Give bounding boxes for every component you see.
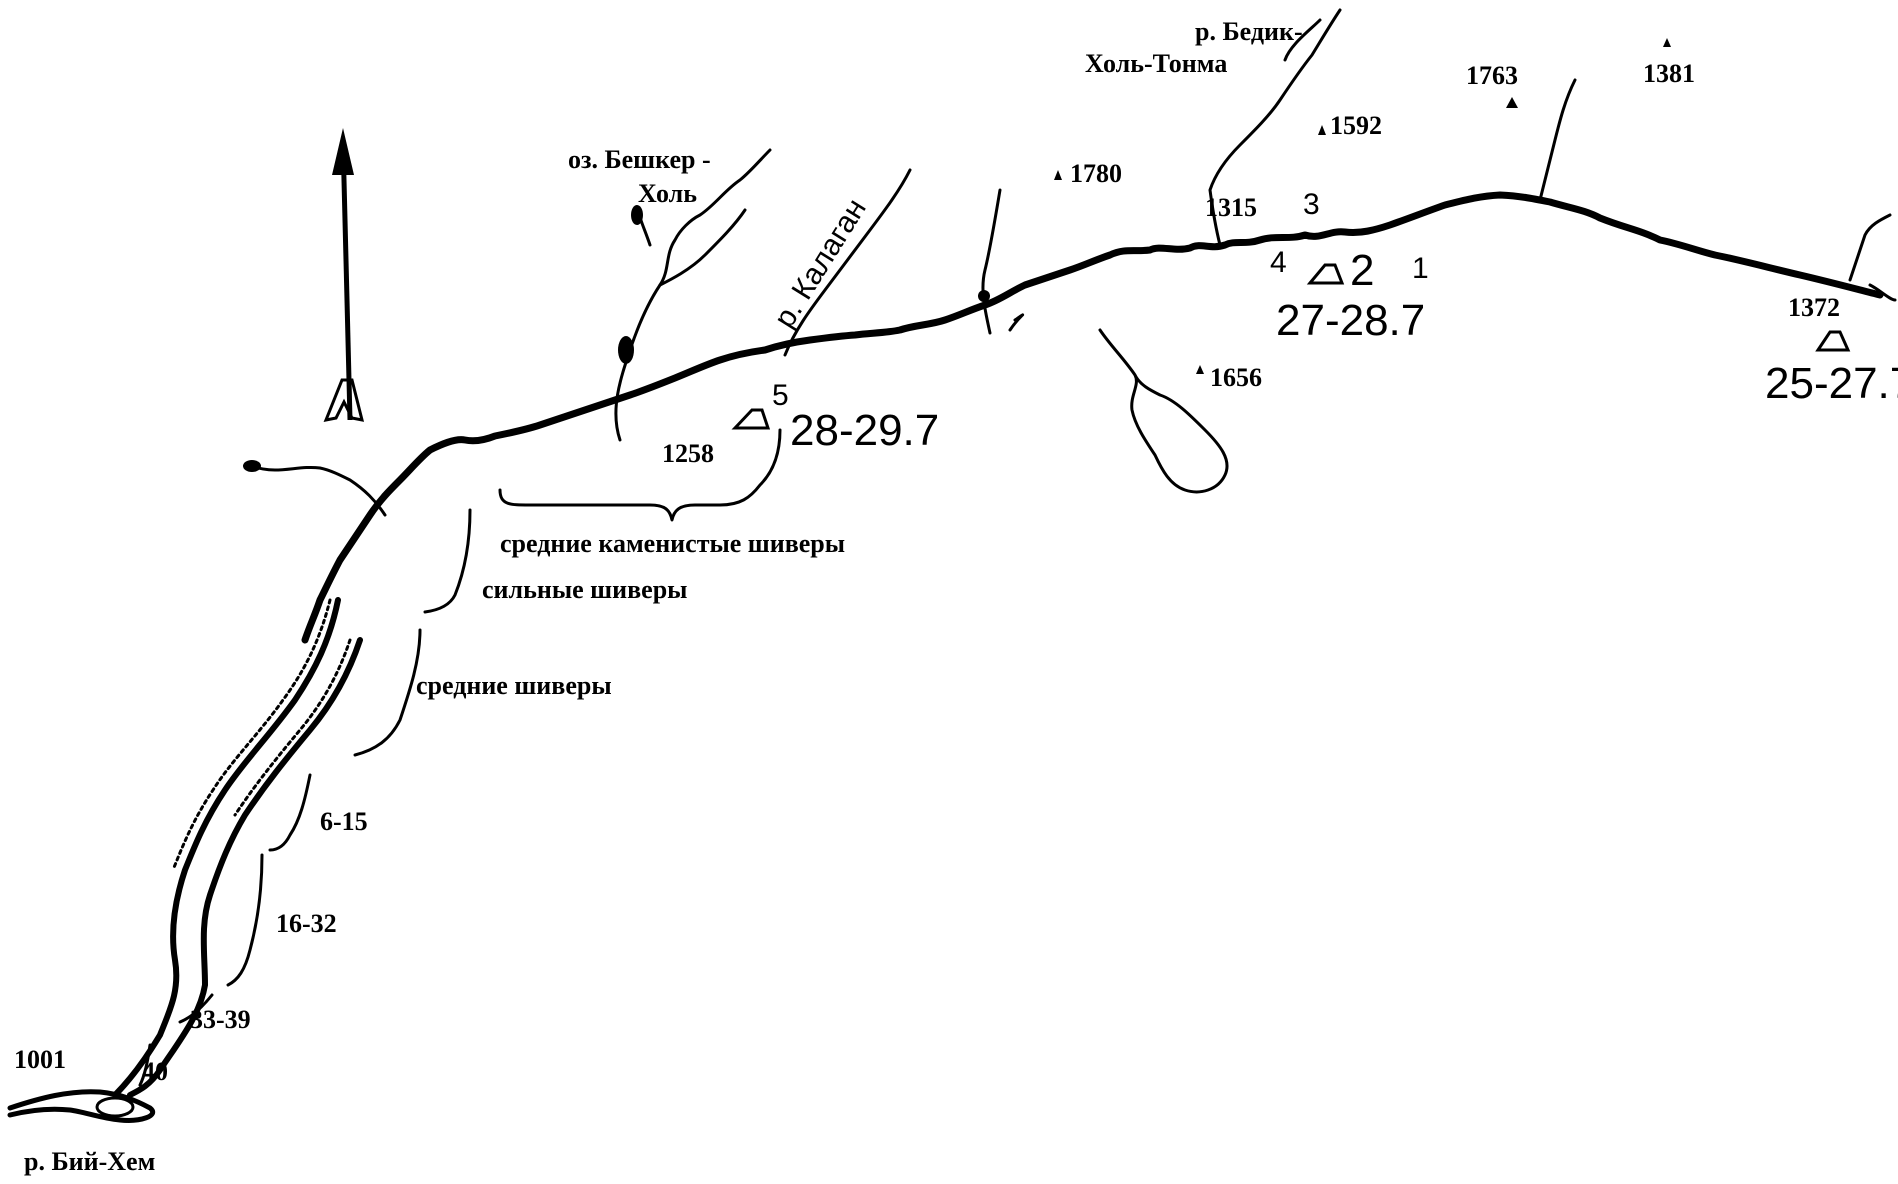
elevation-1656: 1656 (1210, 363, 1262, 392)
camp-date-25-27: 25-27.7 (1765, 359, 1898, 408)
segment-40: 40 (142, 1057, 168, 1086)
elevation-1780: 1780 (1070, 159, 1122, 188)
segment-6-15: 6-15 (320, 807, 368, 836)
lake-1656 (1098, 328, 1229, 494)
marker-3: 3 (1303, 188, 1320, 221)
rapids-strong: сильные шиверы (482, 575, 687, 604)
elevation-1592: 1592 (1330, 111, 1382, 140)
segment-16-32: 16-32 (276, 909, 337, 938)
river-label-bedik-1: р. Бедик- (1195, 17, 1303, 46)
camp-icon (731, 263, 1851, 430)
elevation-1372: 1372 (1788, 293, 1840, 322)
elevation-1001: 1001 (14, 1045, 66, 1074)
river-label-bedik-2: Холь-Тонма (1085, 49, 1227, 78)
marker-1: 1 (1412, 252, 1429, 285)
rapids-medium: средние шиверы (416, 671, 612, 700)
lake-label-beshker-2: Холь (638, 179, 697, 208)
tributaries (243, 8, 1897, 517)
elevation-1381: 1381 (1643, 59, 1695, 88)
elevation-1315: 1315 (1205, 193, 1257, 222)
camp-date-28-29: 28-29.7 (790, 406, 939, 455)
marker-5: 5 (772, 379, 789, 412)
marker-4: 4 (1270, 246, 1287, 279)
lake-label-beshker-1: оз. Бешкер - (568, 145, 711, 174)
elevation-1258: 1258 (662, 439, 714, 468)
rapid-brackets (138, 428, 782, 1087)
lower-valley (7, 597, 363, 1123)
main-river (301, 191, 1884, 644)
peak-markers (1054, 38, 1671, 374)
marker-2: 2 (1350, 246, 1374, 295)
camp-date-27-28: 27-28.7 (1276, 296, 1425, 345)
river-label-biy-khem: р. Бий-Хем (24, 1147, 155, 1176)
segment-33-39: 33-39 (190, 1005, 251, 1034)
rapids-medium-stony: средние каменистые шиверы (500, 529, 845, 558)
north-arrow-icon (323, 128, 365, 423)
elevation-1763: 1763 (1466, 61, 1518, 90)
river-label-kalagan: р. Калаган (768, 193, 873, 334)
